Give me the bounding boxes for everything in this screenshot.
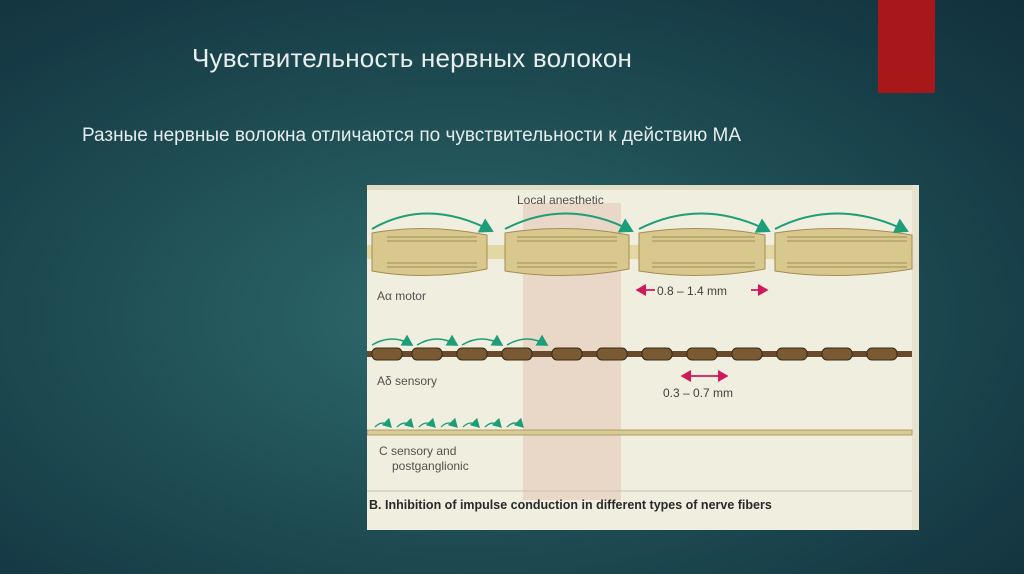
c-fiber-label-line1: C sensory and — [379, 444, 456, 458]
slide-title: Чувствительность нервных волокон — [192, 43, 632, 74]
c-fiber-label-line2: postganglionic — [392, 459, 469, 473]
nerve-fiber-diagram: Local anesthetic Aα motor 0.8 – 1.4 mm — [367, 185, 919, 530]
a-alpha-label: Aα motor — [377, 289, 426, 303]
slide-body-text: Разные нервные волокна отличаются по чув… — [82, 124, 742, 148]
figure-caption: B. Inhibition of impulse conduction in d… — [369, 498, 772, 512]
nerve-fiber-figure: Local anesthetic Aα motor 0.8 – 1.4 mm — [367, 185, 919, 530]
a-delta-internode-label: 0.3 – 0.7 mm — [663, 386, 733, 400]
a-delta-label: Aδ sensory — [377, 374, 437, 388]
a-alpha-internode-label: 0.8 – 1.4 mm — [657, 284, 727, 298]
local-anesthetic-label: Local anesthetic — [517, 193, 604, 207]
accent-bar — [878, 0, 935, 93]
